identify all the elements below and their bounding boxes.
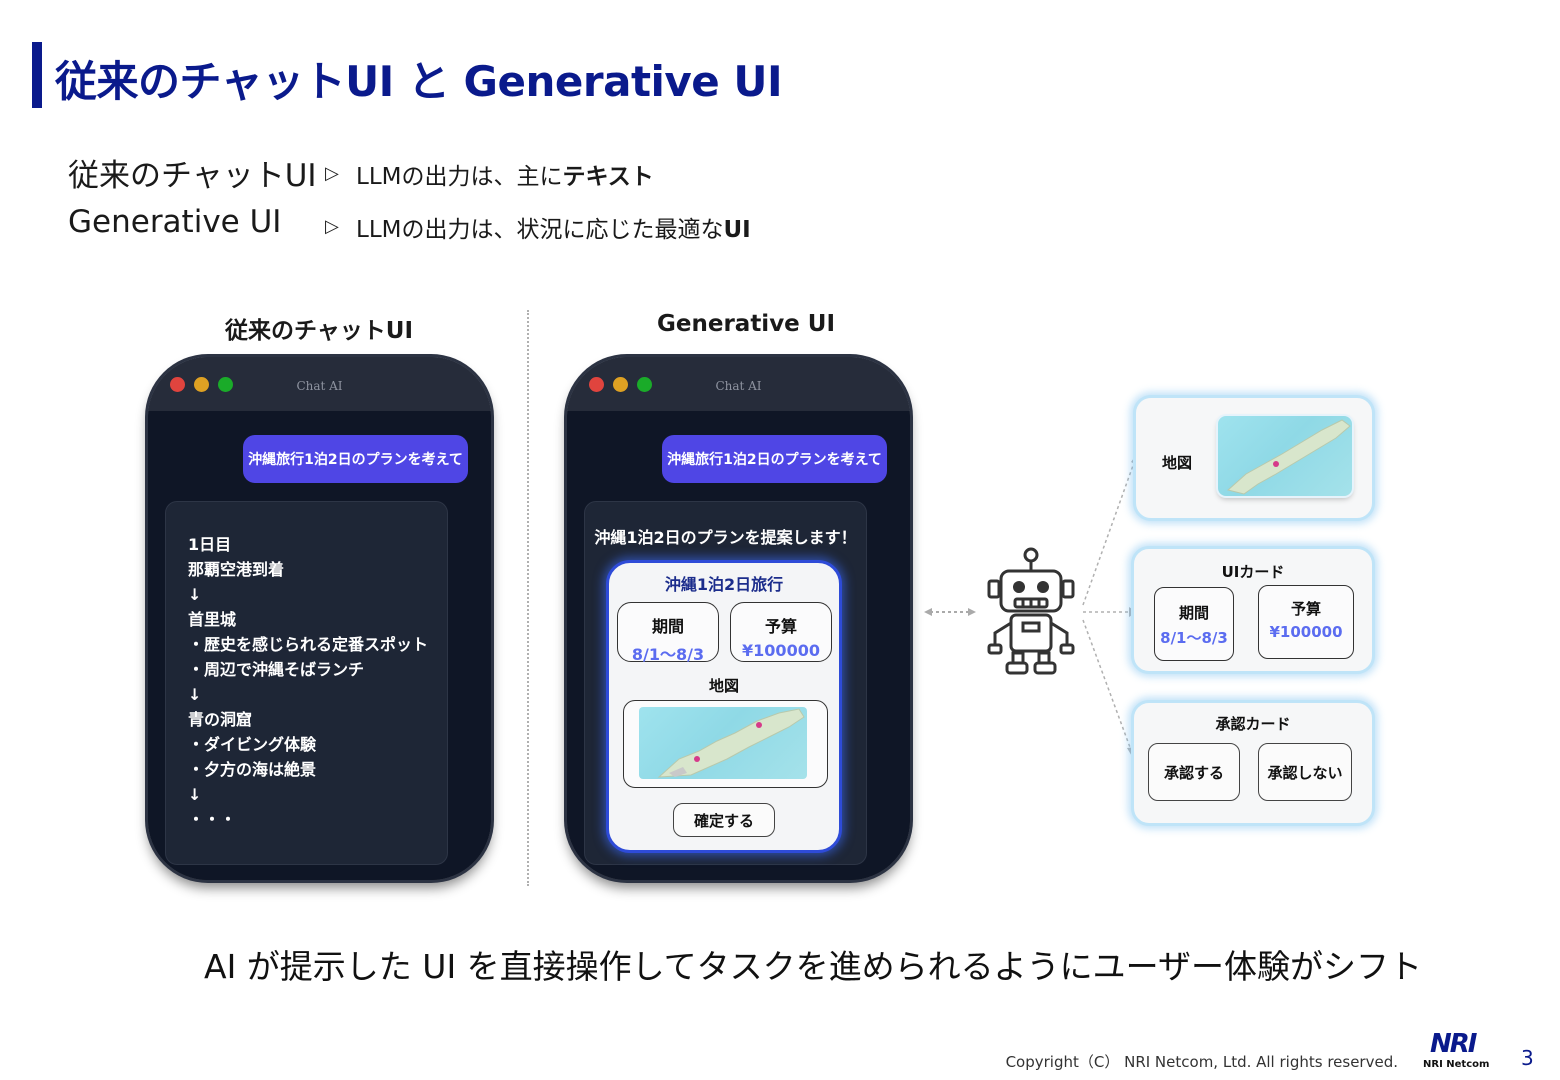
ui-card: UIカード 期間 8/1〜8/3 予算 ¥100000 <box>1131 546 1375 674</box>
bullet-text-chat-ui: LLMの出力は、主にテキスト <box>356 164 654 190</box>
triangle-bullet-icon: ▷ <box>325 216 339 237</box>
trip-plan-card: 沖縄1泊2日旅行 期間 8/1〜8/3 予算 ¥100000 地図 <box>606 560 842 853</box>
budget-box: 予算 ¥100000 <box>730 602 832 662</box>
period-value: 8/1〜8/3 <box>631 645 705 664</box>
close-dot-icon[interactable] <box>589 377 604 392</box>
nri-logo-subtitle: NRI Netcom <box>1423 1059 1490 1070</box>
window-title: Chat AI <box>715 379 762 393</box>
chat-body: 沖縄旅行1泊2日のプランを考えて 沖縄1泊2日のプランを提案します！ 沖縄1泊2… <box>567 411 910 880</box>
column-divider <box>527 310 529 886</box>
plan-line: 1日目 <box>188 535 232 554</box>
copyright-text: Copyright（C） NRI Netcom, Ltd. All rights… <box>1005 1053 1398 1071</box>
plan-line: ↓ <box>188 585 202 604</box>
page-number: 3 <box>1521 1046 1534 1070</box>
bullet-label-chat-ui: 従来のチャットUI <box>68 158 317 194</box>
budget-value: ¥100000 <box>742 641 820 660</box>
chat-body: 沖縄旅行1泊2日のプランを考えて 1日目那覇空港到着 ↓ 首里城・歴史を感じられる定… <box>148 411 491 880</box>
period-box: 期間 8/1〜8/3 <box>1154 587 1234 661</box>
triangle-bullet-icon: ▷ <box>325 163 339 184</box>
map-frame <box>623 700 828 788</box>
approval-card-title: 承認カード <box>1215 715 1291 733</box>
plan-line: ・・・ <box>188 810 237 829</box>
period-box: 期間 8/1〜8/3 <box>617 602 719 664</box>
chat-window-traditional: Chat AI 沖縄旅行1泊2日のプランを考えて 1日目那覇空港到着 ↓ 首里城・歴… <box>148 357 491 880</box>
ai-ui-response: 沖縄1泊2日のプランを提案します！ 沖縄1泊2日旅行 期間 8/1〜8/3 予算… <box>584 501 867 865</box>
plan-line: ・ダイビング体験 <box>188 735 317 754</box>
chat-window-generative: Chat AI 沖縄旅行1泊2日のプランを考えて 沖縄1泊2日のプランを提案しま… <box>567 357 910 880</box>
plan-line: ↓ <box>188 785 202 804</box>
bullet-text-generative-ui: LLMの出力は、状況に応じた最適なUI <box>356 217 751 243</box>
ai-message: 沖縄1泊2日のプランを提案します！ <box>594 528 857 547</box>
period-value: 8/1〜8/3 <box>1160 629 1228 647</box>
maximize-dot-icon[interactable] <box>218 377 233 392</box>
approve-button[interactable]: 承認する <box>1148 743 1240 801</box>
heading-chat-ui: 従来のチャットUI <box>225 318 414 344</box>
budget-label: 予算 <box>1290 600 1321 618</box>
plan-text: 1日目那覇空港到着 ↓ 首里城・歴史を感じられる定番スポット・周辺で沖縄そばランチ ↓… <box>188 532 428 832</box>
window-title: Chat AI <box>296 379 343 393</box>
minimize-dot-icon[interactable] <box>613 377 628 392</box>
okinawa-map-image[interactable] <box>639 707 807 779</box>
map-card-label: 地図 <box>1162 454 1193 472</box>
period-label: 期間 <box>651 617 684 636</box>
budget-box: 予算 ¥100000 <box>1258 585 1354 659</box>
map-label: 地図 <box>708 677 739 695</box>
bullet-label-generative-ui: Generative UI <box>68 204 282 240</box>
card-title: 沖縄1泊2日旅行 <box>664 575 784 594</box>
maximize-dot-icon[interactable] <box>637 377 652 392</box>
ai-text-response: 1日目那覇空港到着 ↓ 首里城・歴史を感じられる定番スポット・周辺で沖縄そばランチ ↓… <box>165 501 448 865</box>
plan-line: 那覇空港到着 <box>188 560 285 579</box>
summary-message: AI が提示した UI を直接操作してタスクを進められるようにユーザー体験がシフ… <box>204 947 1423 986</box>
period-label: 期間 <box>1178 604 1209 622</box>
bidirectional-arrow-icon <box>924 608 976 616</box>
robot-icon <box>987 547 1075 675</box>
minimize-dot-icon[interactable] <box>194 377 209 392</box>
reject-button[interactable]: 承認しない <box>1258 743 1352 801</box>
okinawa-map-image[interactable] <box>1218 416 1352 496</box>
approval-card: 承認カード 承認する 承認しない <box>1131 700 1375 826</box>
heading-generative-ui: Generative UI <box>657 311 836 337</box>
plan-line: ・夕方の海は絶景 <box>188 760 317 779</box>
ui-card-title: UIカード <box>1221 563 1285 581</box>
plan-line: ・周辺で沖縄そばランチ <box>188 660 365 679</box>
plan-line: 首里城 <box>188 610 237 629</box>
window-titlebar: Chat AI <box>148 357 491 411</box>
user-message-bubble: 沖縄旅行1泊2日のプランを考えて <box>662 435 887 483</box>
plan-line: ↓ <box>188 685 202 704</box>
budget-value: ¥100000 <box>1269 623 1343 641</box>
plan-line: 青の洞窟 <box>188 710 253 729</box>
window-titlebar: Chat AI <box>567 357 910 411</box>
nri-logo: NRI <box>1430 1029 1477 1059</box>
confirm-button[interactable]: 確定する <box>673 803 775 837</box>
budget-label: 予算 <box>764 617 797 636</box>
close-dot-icon[interactable] <box>170 377 185 392</box>
title-accent-bar <box>32 42 42 108</box>
map-card: 地図 <box>1133 395 1375 521</box>
page-title: 従来のチャットUI と Generative UI <box>55 57 783 106</box>
user-message-bubble: 沖縄旅行1泊2日のプランを考えて <box>243 435 468 483</box>
plan-line: ・歴史を感じられる定番スポット <box>188 635 429 654</box>
